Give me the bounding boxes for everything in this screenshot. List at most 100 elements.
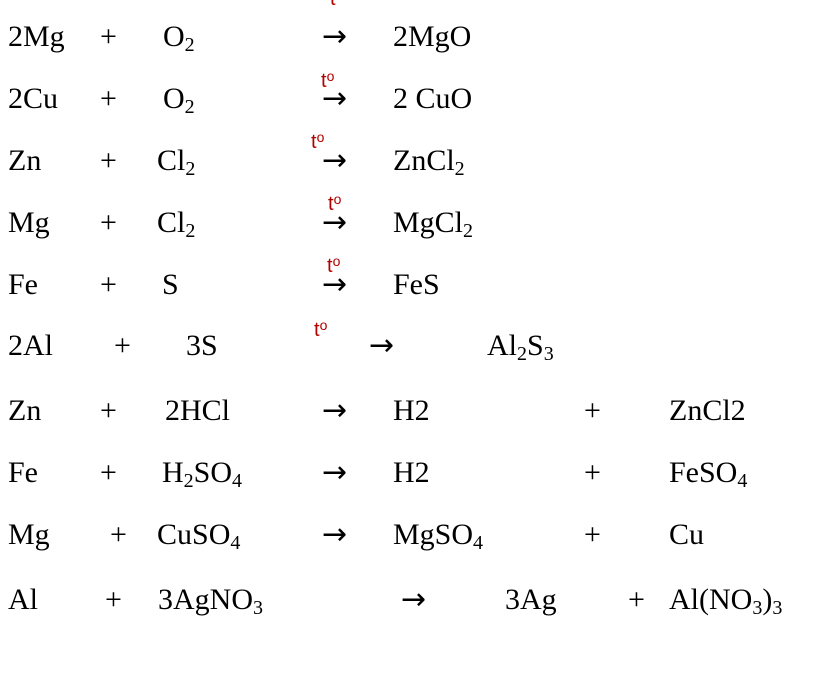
term-text: Cl	[157, 206, 186, 239]
term-text: Mg	[8, 206, 50, 239]
term-text: O	[163, 20, 185, 53]
condition-text: t	[311, 131, 317, 153]
term-text: Cl	[157, 144, 186, 177]
formula: 2 CuO	[393, 84, 472, 114]
term-text: Mg	[8, 518, 50, 551]
term-text: SO	[193, 456, 233, 489]
formula: Cl2	[157, 144, 195, 180]
term-text: CuSO	[157, 518, 231, 551]
term-text: Fe	[8, 268, 38, 301]
term-text: 2Al	[8, 329, 53, 362]
formula: Cu	[669, 520, 704, 550]
plus-sign: +	[100, 268, 117, 301]
term-subscript: 4	[230, 532, 241, 554]
term-subscript: 4	[232, 470, 243, 492]
degree-symbol: o	[326, 68, 335, 84]
formula: 2HCl	[165, 396, 230, 426]
reaction-arrow-icon: →	[369, 328, 395, 363]
formula: ZnCl2	[393, 144, 465, 180]
plus-sign: +	[100, 144, 117, 177]
formula: 2Mg	[8, 22, 65, 52]
formula: CuSO4	[157, 518, 240, 554]
term-text: FeSO	[669, 456, 738, 489]
formula: O2	[163, 82, 195, 118]
heat-condition-label: to	[311, 130, 324, 153]
term-subscript: 2	[463, 220, 474, 242]
formula: O2	[163, 20, 195, 56]
term-text: Zn	[8, 144, 42, 177]
term-subscript: 4	[737, 470, 748, 492]
condition-text: t	[327, 255, 333, 277]
term-text: ZnCl2	[669, 394, 746, 427]
term-text: 3S	[186, 329, 218, 362]
term-text: 2MgO	[393, 20, 472, 53]
reaction-arrow-icon: →	[401, 582, 427, 617]
reaction-arrow-icon: →	[322, 19, 348, 54]
plus-sign: +	[100, 20, 117, 53]
term-text: Al(NO	[669, 583, 753, 616]
reaction-arrow-icon: →	[322, 455, 348, 490]
plus-sign: +	[584, 394, 601, 427]
term-subscript: 2	[517, 343, 527, 365]
term-subscript: 3	[772, 597, 783, 619]
formula: Al2S3	[487, 329, 554, 365]
term-text: Fe	[8, 456, 38, 489]
formula: Zn	[8, 146, 41, 176]
degree-symbol: o	[333, 191, 342, 207]
formula: Cl2	[157, 206, 195, 242]
term-text: S	[162, 268, 179, 301]
formula: 3AgNO3	[158, 583, 263, 619]
term-text: H	[162, 456, 184, 489]
degree-symbol: o	[332, 253, 341, 269]
formula: 2Al	[8, 331, 53, 361]
formula: Mg	[8, 520, 50, 550]
plus-sign: +	[100, 206, 117, 239]
plus-sign: +	[114, 329, 131, 362]
plus-sign: +	[105, 583, 122, 616]
reaction-arrow-icon: →	[322, 143, 348, 178]
formula: Al	[8, 585, 38, 615]
formula: H2	[393, 396, 430, 426]
term-text: 3Ag	[505, 583, 557, 616]
formula: FeSO4	[669, 456, 747, 492]
term-subscript: 2	[185, 220, 196, 242]
term-text: )	[762, 583, 773, 616]
reaction-arrow-icon: →	[322, 267, 348, 302]
formula: Fe	[8, 458, 38, 488]
plus-sign: +	[100, 456, 117, 489]
term-subscript: 3	[253, 597, 263, 619]
heat-condition-label: to	[321, 68, 335, 92]
formula: FeS	[393, 270, 440, 300]
heat-condition-label: to	[330, 0, 343, 9]
term-subscript: 3	[752, 597, 763, 619]
formula: MgCl2	[393, 208, 473, 242]
term-subscript: 2	[184, 96, 195, 118]
condition-text: t	[328, 193, 334, 215]
reaction-arrow-icon: →	[322, 205, 348, 240]
term-subscript: 2	[183, 470, 194, 492]
plus-sign: +	[584, 518, 601, 551]
term-text: O	[163, 82, 185, 115]
term-text: S	[527, 329, 544, 362]
formula: H2	[393, 458, 430, 488]
heat-condition-label: to	[327, 253, 341, 277]
plus-sign: +	[100, 394, 117, 427]
condition-text: t	[330, 0, 336, 10]
term-subscript: 3	[543, 343, 554, 365]
term-text: 2HCl	[165, 394, 231, 427]
formula: ZnCl2	[669, 396, 746, 426]
plus-sign: +	[584, 456, 601, 489]
term-text: 3AgNO	[158, 583, 253, 616]
term-text: Cu	[669, 518, 705, 551]
term-subscript: 2	[184, 34, 195, 56]
term-text: Zn	[8, 394, 42, 427]
term-text: FeS	[393, 268, 440, 301]
reaction-arrow-icon: →	[322, 517, 348, 552]
term-text: H2	[393, 456, 430, 489]
formula: MgSO4	[393, 518, 483, 554]
condition-text: t	[314, 319, 320, 341]
condition-text: t	[321, 70, 327, 92]
term-subscript: 2	[185, 158, 196, 180]
term-text: ZnCl	[393, 144, 455, 177]
term-text: MgSO	[393, 518, 474, 551]
